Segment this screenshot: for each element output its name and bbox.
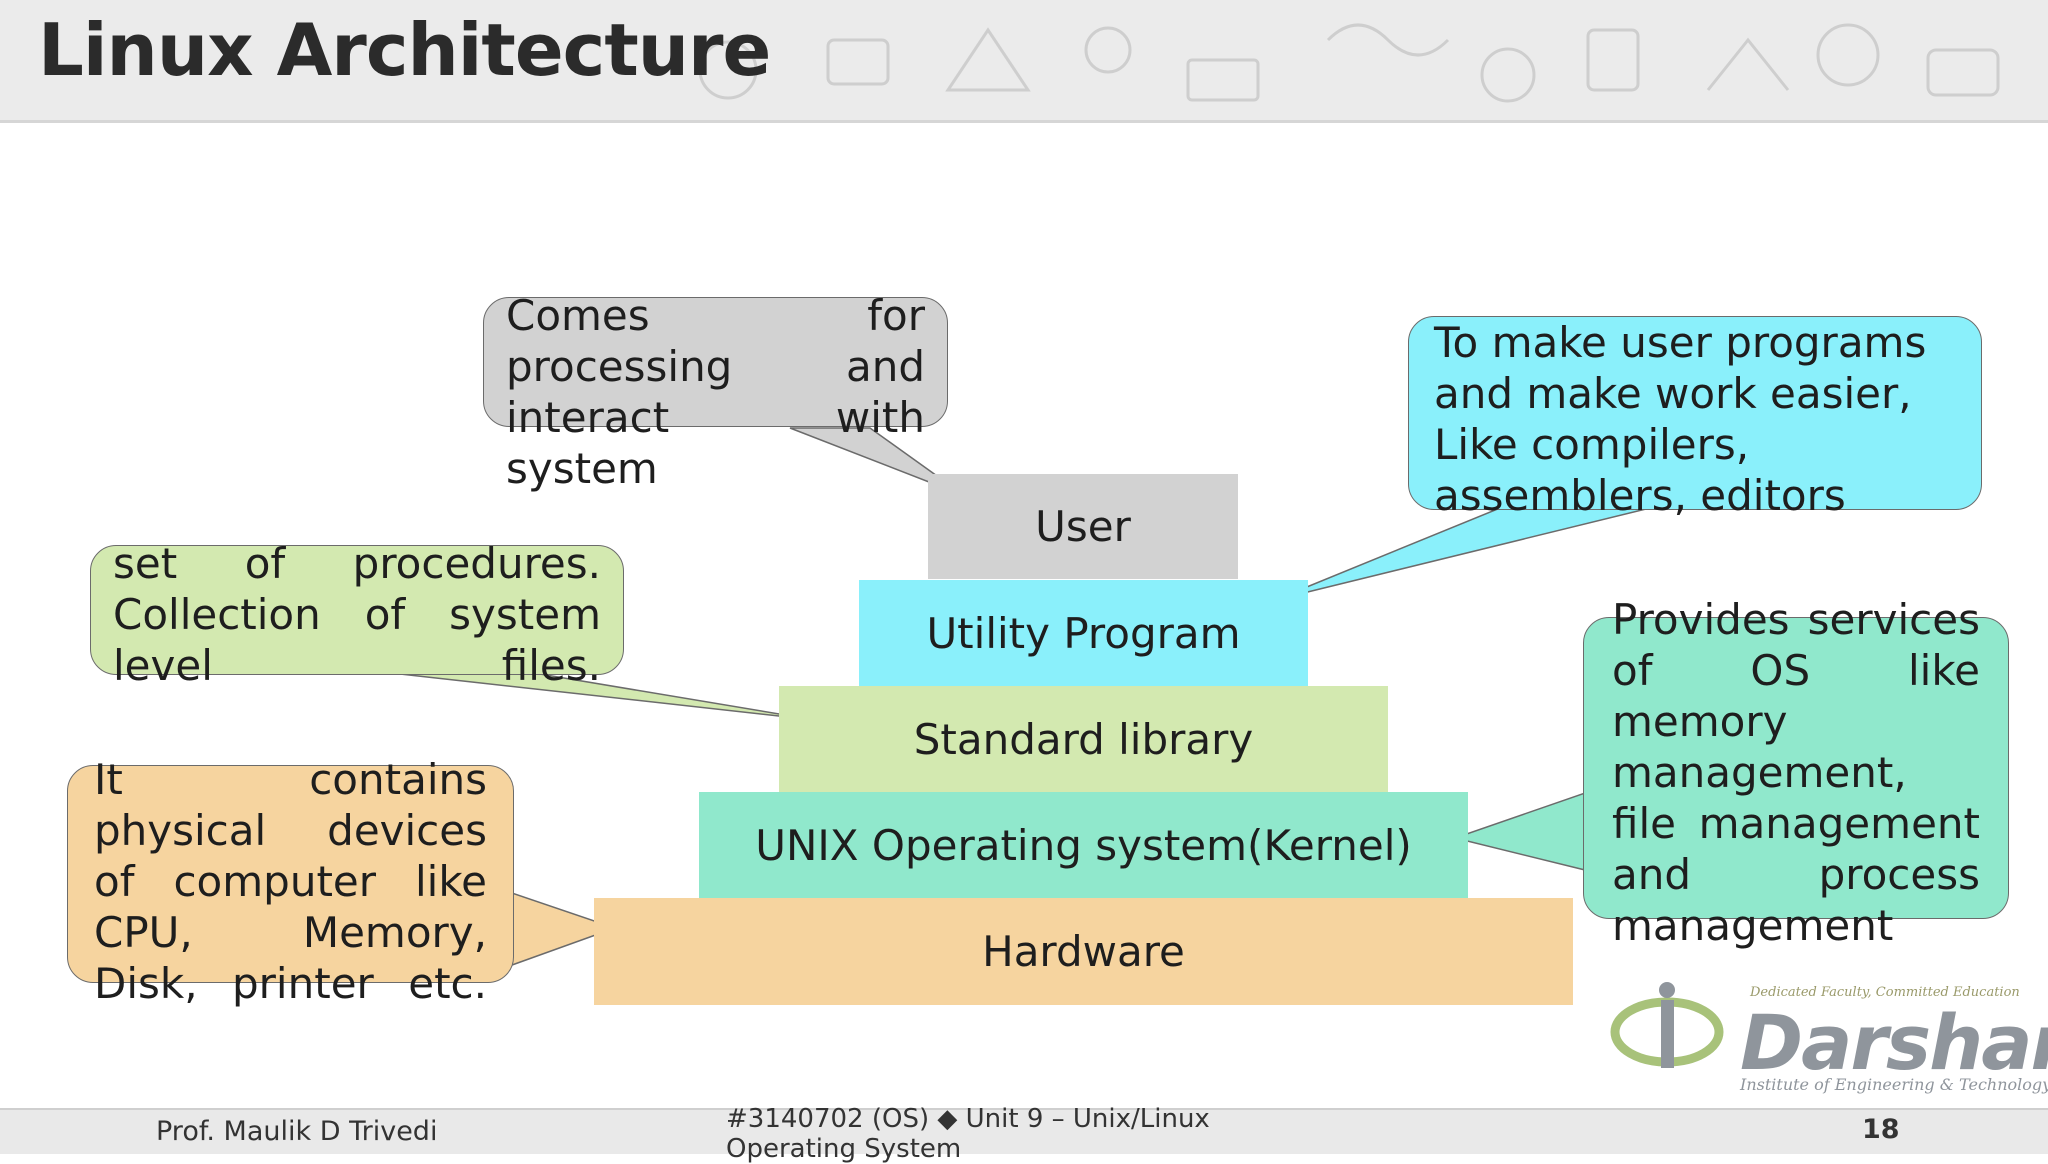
callout-kernel: Provides services of OS like memory mana… [1583, 595, 2009, 950]
callout-utility: To make user programs and make work easi… [1408, 316, 1982, 520]
layer-kernel: UNIX Operating system(Kernel) [699, 792, 1468, 898]
darshan-logo: Dedicated Faculty, Committed Education D… [1600, 980, 2048, 1100]
darshan-emblem-icon [1610, 982, 1724, 1068]
layer-utility-program-label: Utility Program [926, 608, 1241, 658]
layer-user-label: User [1035, 502, 1131, 551]
layer-hardware: Hardware [594, 898, 1573, 1005]
doodle-background-icon [698, 23, 2000, 103]
slide-footer: Prof. Maulik D Trivedi #3140702 (OS) ◆ U… [0, 1104, 2048, 1164]
callout-user-text: Comes for processing and interact with s… [506, 291, 925, 493]
layer-user: User [928, 474, 1238, 579]
footer-course: #3140702 (OS) ◆ Unit 9 – Unix/Linux Oper… [726, 1104, 1210, 1164]
callout-library: set of procedures. Collection of system … [90, 539, 624, 690]
layer-standard-library: Standard library [779, 686, 1388, 792]
layer-utility-program: Utility Program [859, 580, 1308, 686]
footer-page-number: 18 [1862, 1114, 1900, 1145]
logo-institute: Institute of Engineering & Technology [1740, 1075, 2048, 1094]
logo-tagline: Dedicated Faculty, Committed Education [1750, 985, 2020, 1000]
layer-standard-library-label: Standard library [913, 714, 1254, 764]
callout-tail-kernel [1452, 791, 1586, 871]
callout-library-text: set of procedures. Collection of system … [113, 539, 601, 690]
footer-author: Prof. Maulik D Trivedi [156, 1116, 438, 1147]
callout-hardware-text: It contains physical devices of computer… [94, 755, 487, 1008]
slide-header: Linux Architecture [0, 0, 2048, 123]
logo-name: Darshan [1740, 998, 2048, 1087]
callout-kernel-text: Provides services of OS like memory mana… [1612, 595, 1980, 950]
callout-tail-user [789, 427, 966, 497]
callout-utility-text: To make user programs and make work easi… [1434, 318, 1927, 520]
callout-hardware: It contains physical devices of computer… [67, 755, 514, 1008]
layer-kernel-label: UNIX Operating system(Kernel) [755, 820, 1412, 870]
layer-hardware-label: Hardware [982, 927, 1185, 976]
callout-tail-utility [1274, 507, 1651, 601]
slide-title: Linux Architecture [38, 8, 771, 92]
callout-user: Comes for processing and interact with s… [483, 291, 948, 493]
